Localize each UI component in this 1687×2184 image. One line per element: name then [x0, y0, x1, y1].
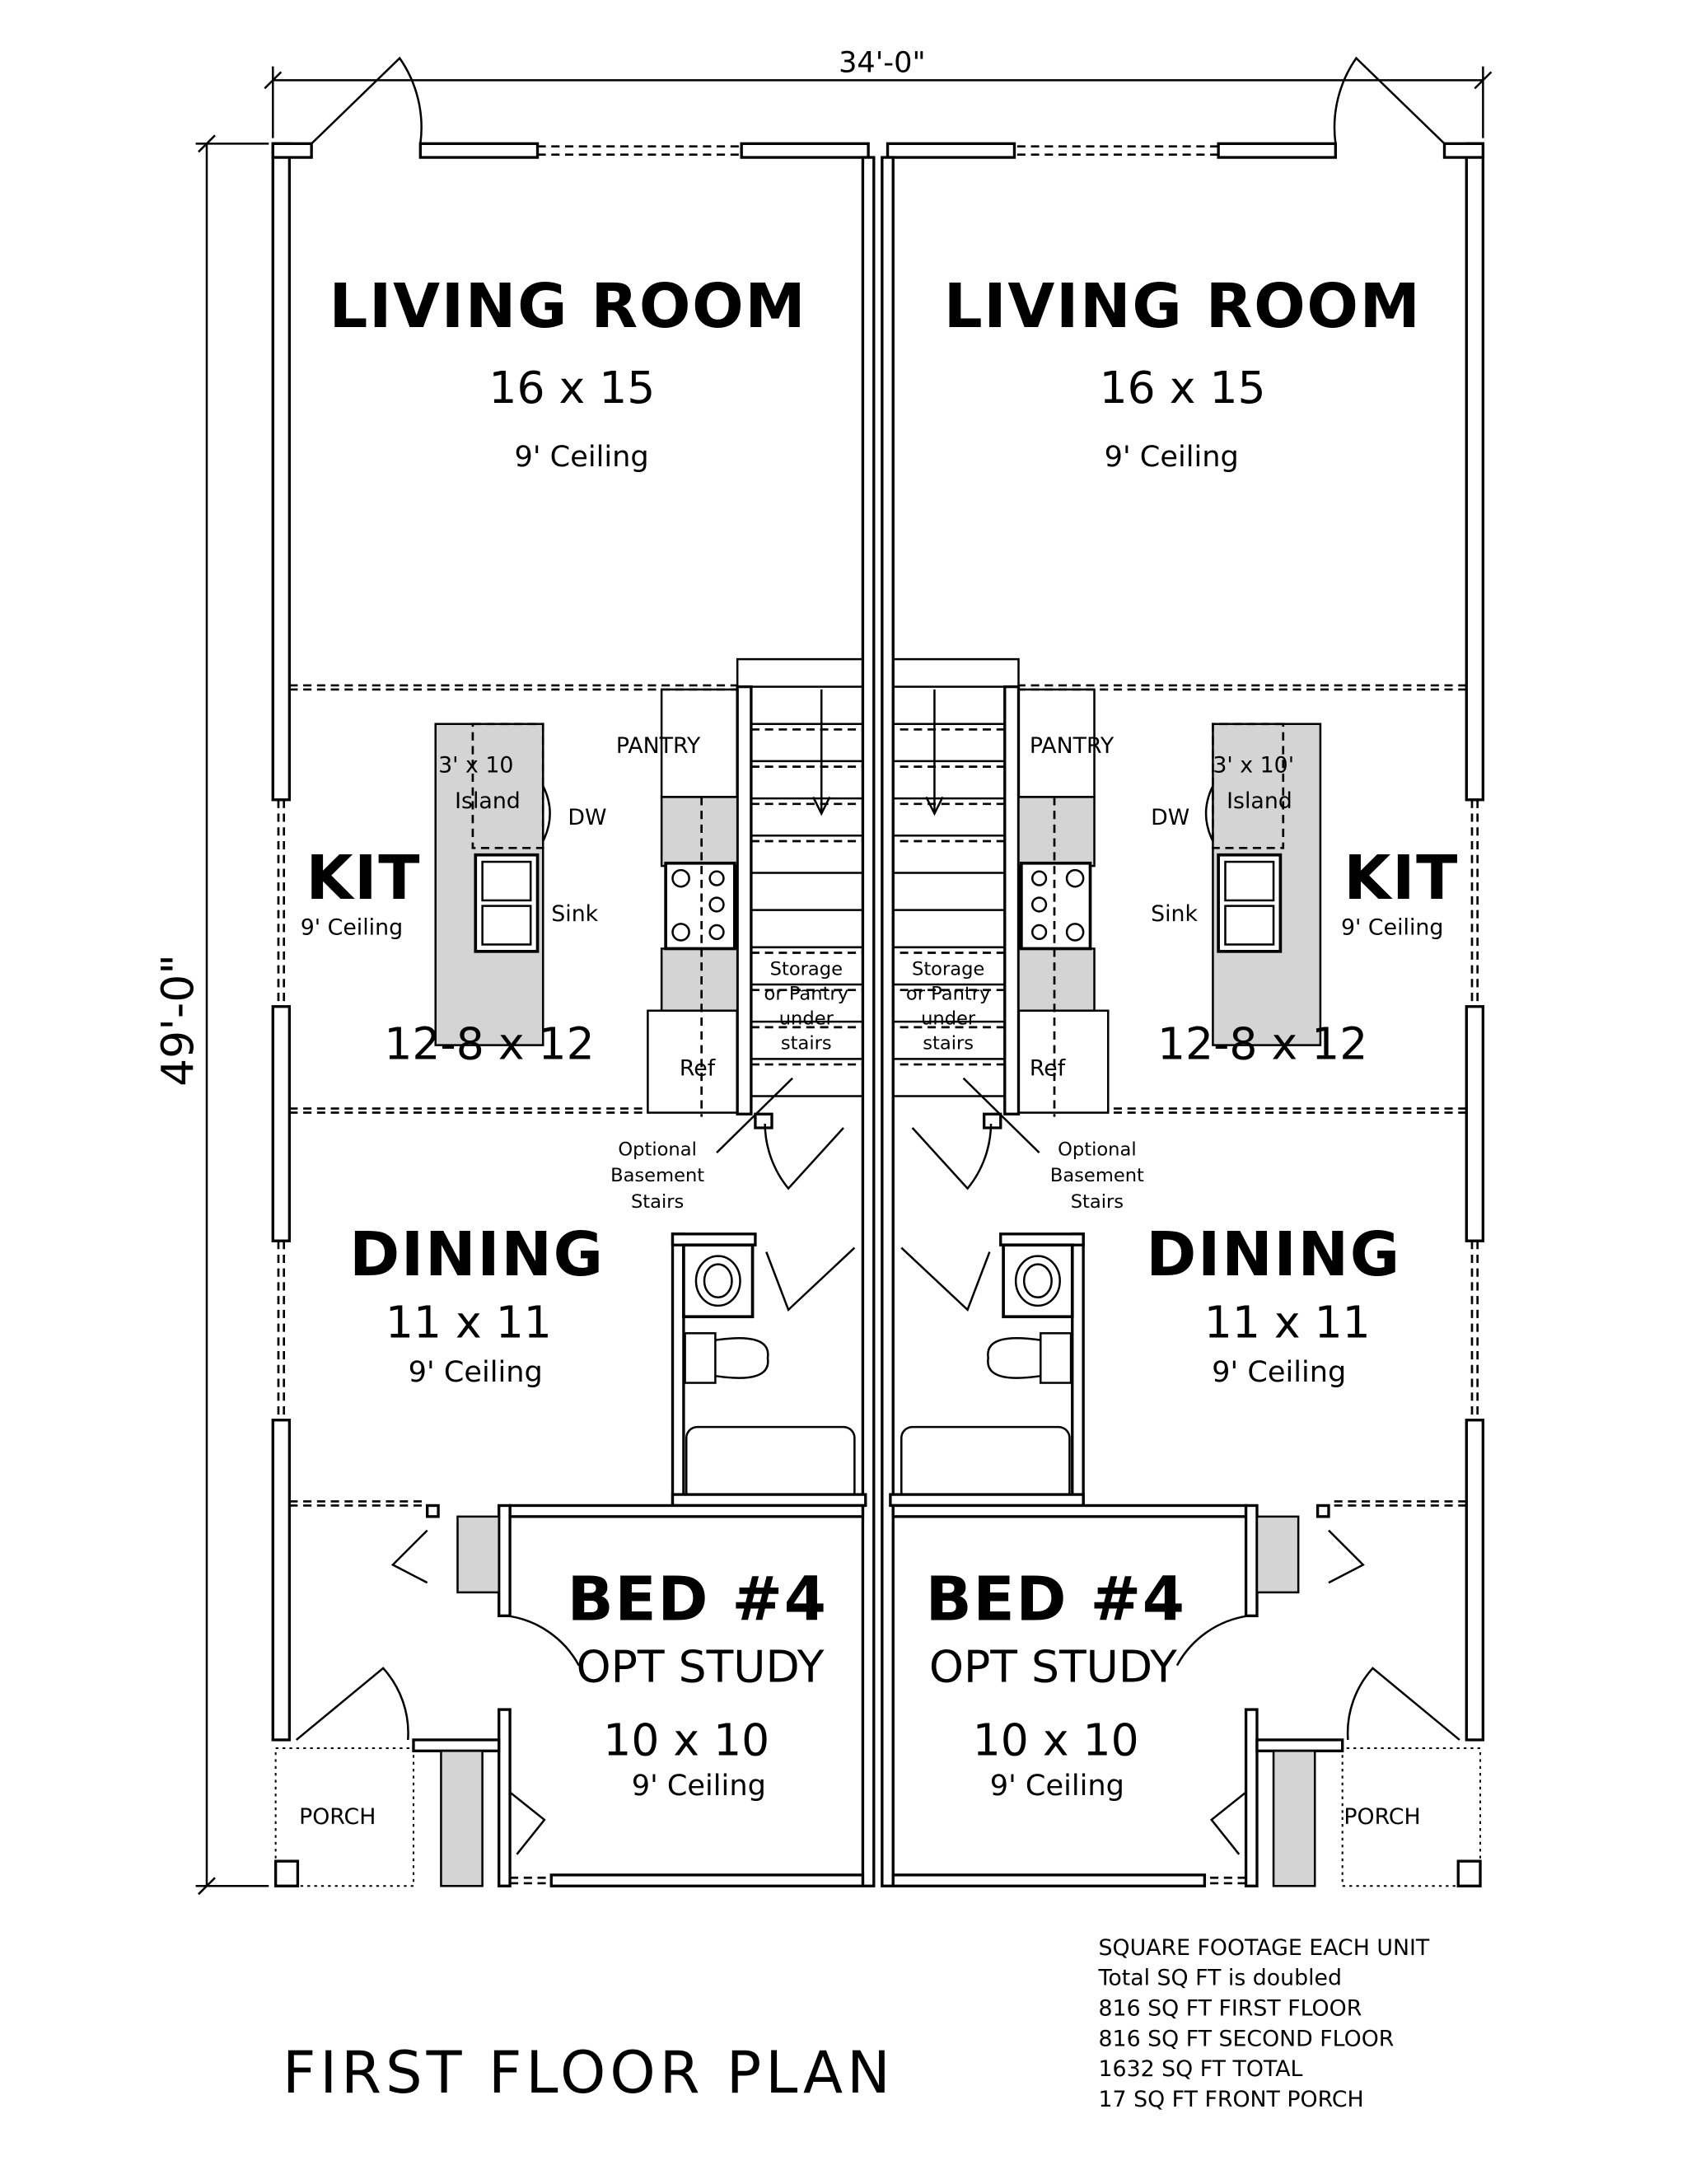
bedroom-label: BED #4 — [926, 1564, 1186, 1634]
bedroom-alt-label: OPT STUDY — [929, 1641, 1177, 1693]
sqft-line: 816 SQ FT SECOND FLOOR — [1099, 2026, 1395, 2051]
storage-note: stairs — [781, 1033, 832, 1055]
sqft-line: 816 SQ FT FIRST FLOOR — [1099, 1996, 1362, 2022]
pantry-label: PANTRY — [616, 733, 701, 759]
dishwasher-label: DW — [1151, 805, 1189, 830]
kitchen-label: KIT — [1344, 844, 1459, 914]
dimension-lines — [195, 66, 1493, 1896]
dishwasher-label: DW — [568, 805, 606, 830]
square-footage-notes: SQUARE FOOTAGE EACH UNIT Total SQ FT is … — [1098, 1935, 1430, 2112]
porch-label: PORCH — [1344, 1804, 1420, 1830]
basement-note: Stairs — [1071, 1191, 1124, 1213]
refrigerator-label: Ref — [1030, 1055, 1066, 1081]
storage-note: Storage — [912, 958, 984, 980]
basement-note: Optional — [1058, 1139, 1136, 1160]
bedroom-size: 10 x 10 — [973, 1714, 1139, 1765]
porch-label: PORCH — [299, 1804, 376, 1830]
island-size: 3' x 10' — [1213, 752, 1294, 778]
sink-label: Sink — [551, 901, 598, 927]
storage-note: under — [779, 1008, 834, 1030]
storage-note: or Pantry — [764, 983, 849, 1004]
storage-note: stairs — [923, 1033, 974, 1055]
sqft-line: 17 SQ FT FRONT PORCH — [1099, 2087, 1364, 2112]
storage-note: or Pantry — [906, 983, 991, 1004]
dining-label: DINING — [1146, 1220, 1401, 1290]
sqft-line: Total SQ FT is doubled — [1098, 1966, 1342, 1991]
basement-note: Stairs — [631, 1191, 684, 1213]
kitchen-label: KIT — [306, 844, 421, 914]
bedroom-ceiling: 9' Ceiling — [990, 1769, 1124, 1803]
unit-left-labels: LIVING ROOM 16 x 15 9' Ceiling KIT 9' Ce… — [299, 272, 848, 1830]
dining-label: DINING — [349, 1220, 605, 1290]
island-label: Island — [455, 788, 521, 814]
island-label: Island — [1227, 788, 1292, 814]
storage-note: under — [921, 1008, 976, 1030]
bedroom-ceiling: 9' Ceiling — [632, 1769, 766, 1803]
sqft-line: 1632 SQ FT TOTAL — [1099, 2056, 1303, 2082]
basement-note: Basement — [1050, 1165, 1144, 1186]
living-room-size: 16 x 15 — [1100, 362, 1266, 414]
living-room-label: LIVING ROOM — [944, 272, 1422, 342]
refrigerator-label: Ref — [680, 1055, 716, 1081]
plan-title: FIRST FLOOR PLAN — [283, 2039, 895, 2107]
dining-ceiling: 9' Ceiling — [409, 1355, 543, 1389]
storage-note: Storage — [770, 958, 843, 980]
kitchen-ceiling: 9' Ceiling — [301, 915, 403, 941]
sink-label: Sink — [1151, 901, 1198, 927]
bedroom-size: 10 x 10 — [603, 1714, 769, 1765]
kitchen-size: 12-8 x 12 — [384, 1017, 594, 1069]
bedroom-alt-label: OPT STUDY — [576, 1641, 824, 1693]
basement-note: Optional — [618, 1139, 696, 1160]
dining-size: 11 x 11 — [1204, 1296, 1371, 1348]
living-room-size: 16 x 15 — [488, 362, 655, 414]
bedroom-label: BED #4 — [568, 1564, 828, 1634]
width-dimension: 34'-0" — [839, 45, 926, 79]
island-size: 3' x 10 — [438, 752, 513, 778]
living-room-label: LIVING ROOM — [329, 272, 806, 342]
living-room-ceiling: 9' Ceiling — [1105, 440, 1239, 474]
dining-ceiling: 9' Ceiling — [1212, 1355, 1346, 1389]
living-room-ceiling: 9' Ceiling — [515, 440, 649, 474]
dining-size: 11 x 11 — [386, 1296, 552, 1348]
kitchen-ceiling: 9' Ceiling — [1341, 915, 1443, 941]
sqft-line: SQUARE FOOTAGE EACH UNIT — [1099, 1935, 1430, 1961]
depth-dimension: 49'-0" — [152, 954, 203, 1087]
unit-right-labels: LIVING ROOM 16 x 15 9' Ceiling KIT 9' Ce… — [906, 272, 1459, 1830]
pantry-label: PANTRY — [1030, 733, 1115, 759]
kitchen-size: 12-8 x 12 — [1157, 1017, 1367, 1069]
basement-note: Basement — [610, 1165, 704, 1186]
